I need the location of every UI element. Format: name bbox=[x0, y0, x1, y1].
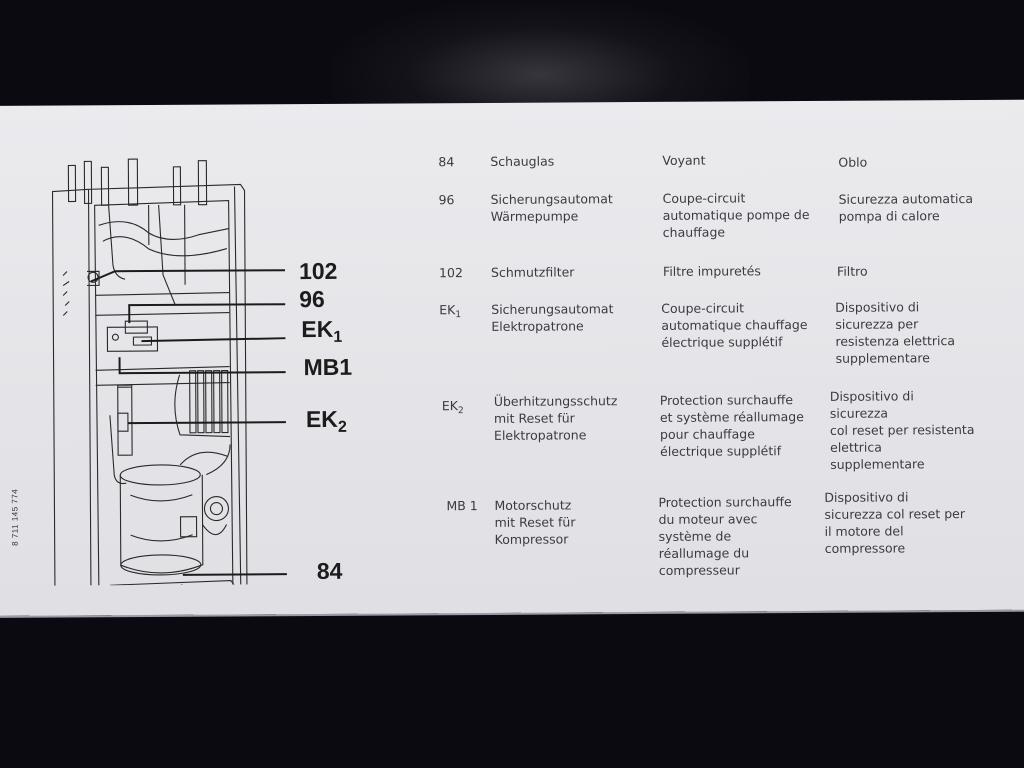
legend-de: Überhitzungsschutz mit Reset für Elektro… bbox=[493, 393, 618, 443]
legend-it: Oblo bbox=[838, 154, 868, 170]
legend-card: 8 711 145 774 102 96 EK1 MB1 EK2 84 84 S… bbox=[0, 99, 1024, 626]
heat-pump-drawing bbox=[51, 158, 287, 586]
legend-code: 84 bbox=[438, 154, 455, 170]
legend-fr: Protection surchauffe et système réallum… bbox=[659, 392, 804, 459]
card-surface: 8 711 145 774 102 96 EK1 MB1 EK2 84 84 S… bbox=[0, 99, 1024, 616]
callout-96: 96 bbox=[299, 285, 325, 313]
legend-code: EK2 bbox=[441, 398, 464, 417]
legend-it: Dispositivo di sicurezza col reset per r… bbox=[829, 388, 975, 472]
legend-fr: Protection surchauffe du moteur avec sys… bbox=[658, 494, 792, 578]
legend-de: Schmutzfilter bbox=[490, 264, 575, 280]
callout-ek2: EK2 bbox=[305, 405, 347, 436]
legend-code: EK1 bbox=[439, 302, 462, 321]
callout-102: 102 bbox=[298, 257, 338, 285]
legend-fr: Voyant bbox=[662, 152, 706, 168]
serial-number: 8 711 145 774 bbox=[10, 488, 20, 546]
legend-code: 102 bbox=[438, 265, 463, 281]
legend-code: 96 bbox=[438, 192, 455, 208]
legend-it: Filtro bbox=[836, 263, 868, 279]
legend-fr: Coupe-circuit automatique chauffage élec… bbox=[661, 300, 808, 350]
callout-84: 84 bbox=[316, 557, 343, 584]
legend-it: Dispositivo di sicurezza col reset per i… bbox=[824, 489, 966, 556]
legend-it: Sicurezza automatica pompa di calore bbox=[838, 190, 974, 224]
legend-de: Sicherungsautomat Wärmepumpe bbox=[490, 191, 613, 224]
legend-fr: Coupe-circuit automatique pompe de chauf… bbox=[662, 190, 810, 240]
legend-code: MB 1 bbox=[446, 498, 478, 514]
legend-it: Dispositivo di sicurezza per resistenza … bbox=[835, 299, 956, 366]
legend-de: Schauglas bbox=[490, 153, 555, 169]
legend-de: Sicherungsautomat Elektropatrone bbox=[491, 301, 614, 334]
legend-fr: Filtre impuretés bbox=[662, 263, 761, 279]
callout-mb1: MB1 bbox=[303, 353, 353, 381]
legend-de: Motorschutz mit Reset für Kompressor bbox=[494, 497, 576, 547]
callout-ek1: EK1 bbox=[301, 315, 343, 346]
